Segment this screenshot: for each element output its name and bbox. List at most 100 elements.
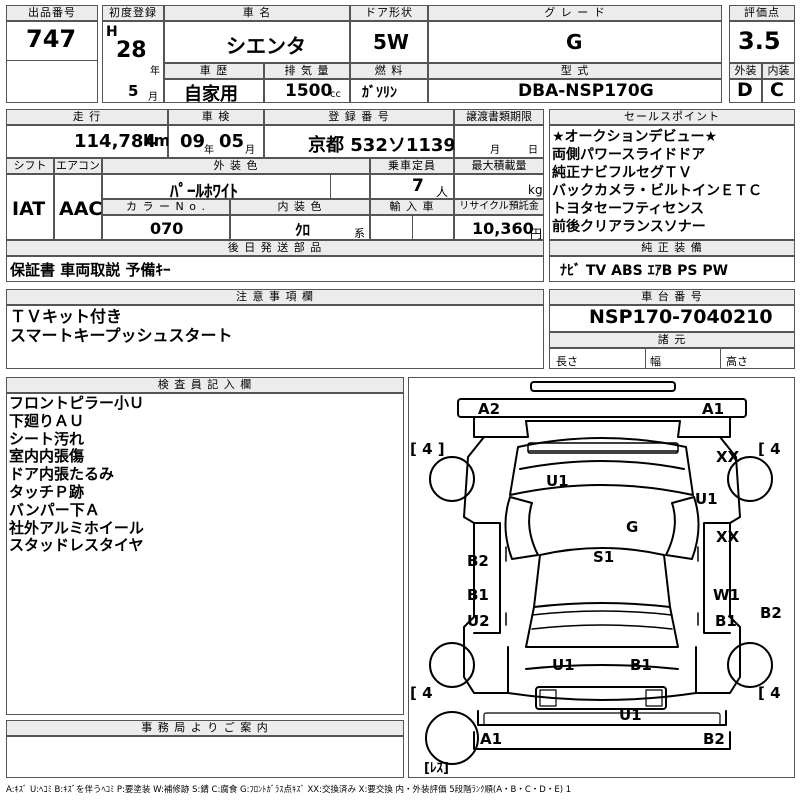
inspection-year-value: 09 bbox=[180, 131, 206, 152]
sales-point-item: ★オークションデビュー★ bbox=[552, 129, 718, 145]
recycle-fee-header: リサイクル預託金 bbox=[454, 199, 544, 215]
transfer-deadline-header: 譲渡書類期限 bbox=[454, 109, 544, 125]
car-diagram bbox=[425, 381, 773, 765]
inspector-note-item: バンパー下Ａ bbox=[9, 500, 100, 519]
cc-unit: cc bbox=[330, 89, 341, 100]
grade-value: G bbox=[566, 30, 583, 54]
later-parts-value: 保証書 車両取説 予備ｷｰ bbox=[10, 261, 171, 279]
inspector-note-item: タッチＰ跡 bbox=[9, 483, 85, 501]
recycle-fee-cell bbox=[454, 215, 544, 240]
score-header: 評価点 bbox=[729, 5, 795, 21]
diag-label-s1-roof: S1 bbox=[593, 548, 615, 566]
inspector-note-item: フロントピラー小Ｕ bbox=[9, 394, 145, 412]
color-no-header: カ ラ ー N o . bbox=[102, 199, 230, 215]
diag-label-a2-front: A2 bbox=[478, 400, 501, 418]
inspector-note-item: シート汚れ bbox=[9, 429, 85, 448]
diag-label-xx-front-right: XX bbox=[716, 448, 740, 466]
diag-label-b1-left: B1 bbox=[467, 586, 489, 604]
color-no-value: 070 bbox=[150, 219, 184, 238]
damage-legend: A:ｷｽﾞ U:ﾍｺﾐ B:ｷｽﾞを伴うﾍｺﾐ P:要塗装 W:補修跡 S:錆 … bbox=[6, 785, 572, 795]
month-unit: 月 bbox=[148, 92, 158, 103]
fuel-header: 燃 料 bbox=[350, 63, 428, 79]
exterior-color-header: 外 装 色 bbox=[102, 158, 370, 174]
model-code-cell bbox=[428, 79, 722, 103]
displacement-value: 1500 bbox=[285, 81, 333, 101]
model-code-header: 型 式 bbox=[428, 63, 722, 79]
door-type-cell bbox=[350, 21, 428, 63]
tire-rear-right: [ 4 bbox=[758, 684, 781, 702]
diag-label-b1-right: B1 bbox=[715, 612, 737, 630]
deadline-day-unit: 日 bbox=[528, 145, 538, 156]
year-unit: 年 bbox=[150, 66, 160, 77]
recycle-fee-value: 10,360 bbox=[472, 219, 534, 238]
office-notice-box bbox=[6, 736, 404, 778]
history-header: 車 歴 bbox=[164, 63, 264, 79]
exterior-grade-header: 外装 bbox=[729, 63, 762, 79]
car-name-header: 車 名 bbox=[164, 5, 350, 21]
interior-color-header: 内 装 色 bbox=[230, 199, 370, 215]
displacement-header: 排 気 量 bbox=[264, 63, 350, 79]
diag-label-g-windshield: G bbox=[626, 518, 639, 536]
diag-label-b2-right: B2 bbox=[760, 604, 782, 622]
inspection-cell bbox=[168, 125, 264, 158]
sales-points-box bbox=[549, 125, 795, 240]
interior-grade-header: 内装 bbox=[762, 63, 795, 79]
diag-label-b2-left: B2 bbox=[467, 552, 489, 570]
sales-points-header: セールスポイント bbox=[549, 109, 795, 125]
sales-point-item: 純正ナビフルセグＴＶ bbox=[552, 165, 692, 181]
dimensions-cell bbox=[549, 348, 795, 369]
diag-label-a1-rear: A1 bbox=[480, 730, 503, 748]
diag-label-u1-rear-left: U1 bbox=[552, 656, 575, 674]
grade-header: グ レ ー ド bbox=[428, 5, 722, 21]
aircon-cell bbox=[54, 174, 102, 240]
length-label: 長さ bbox=[556, 355, 578, 368]
standard-equipment-value: ﾅﾋﾞ TV ABS ｴｱB PS PW bbox=[560, 263, 729, 279]
diag-label-a1-front: A1 bbox=[702, 400, 725, 418]
inspector-note-item: ドア内張たるみ bbox=[9, 465, 115, 484]
car-name-cell bbox=[164, 21, 350, 63]
diag-label-xx-right: XX bbox=[716, 528, 740, 546]
max-load-header: 最大積載量 bbox=[454, 158, 544, 174]
first-registration-header: 初度登録 bbox=[102, 5, 164, 21]
inspector-note-item: 室内内張傷 bbox=[9, 447, 85, 466]
transfer-deadline-cell bbox=[454, 125, 544, 158]
inspector-notes-box bbox=[6, 393, 404, 715]
yen-unit: 円 bbox=[530, 227, 543, 241]
exterior-color-cell bbox=[102, 174, 370, 199]
people-unit: 人 bbox=[436, 185, 449, 199]
spare-tire-label: [ﾚｽ] bbox=[424, 761, 449, 776]
registration-year-value: 28 bbox=[116, 38, 147, 63]
registration-number-value: 京都 532ソ1139 bbox=[308, 135, 456, 156]
notes-box bbox=[6, 305, 544, 369]
diag-label-b2-rear: B2 bbox=[703, 730, 725, 748]
aircon-header: エアコン bbox=[54, 158, 102, 174]
kei-unit: 系 bbox=[354, 227, 365, 240]
mileage-cell bbox=[6, 125, 168, 158]
capacity-header: 乗車定員 bbox=[370, 158, 454, 174]
office-notice-header: 事 務 局 よ り ご 案 内 bbox=[6, 720, 404, 736]
diag-label-w1-right: W1 bbox=[713, 586, 740, 604]
deadline-month-unit: 月 bbox=[490, 145, 500, 156]
standard-equipment-cell bbox=[549, 256, 795, 282]
diag-label-u1-back: U1 bbox=[619, 706, 642, 724]
score-cell bbox=[729, 21, 795, 63]
inspection-month-value: 05 bbox=[219, 131, 245, 152]
diag-label-u1-right: U1 bbox=[695, 490, 718, 508]
inspector-note-item: スタッドレスタイヤ bbox=[9, 536, 144, 555]
door-type-value: 5W bbox=[373, 30, 409, 54]
note-item: スマートキープッシュスタート bbox=[10, 326, 233, 345]
tire-front-right: [ 4 bbox=[758, 440, 781, 458]
registration-number-cell bbox=[264, 125, 454, 158]
chassis-number-cell bbox=[549, 305, 795, 332]
import-header: 輸 入 車 bbox=[370, 199, 454, 215]
notes-header: 注 意 事 項 欄 bbox=[6, 289, 544, 305]
fuel-cell bbox=[350, 79, 428, 103]
diag-label-b1-rear: B1 bbox=[630, 656, 652, 674]
interior-color-cell bbox=[230, 215, 370, 240]
mileage-header: 走 行 bbox=[6, 109, 168, 125]
later-parts-header: 後 日 発 送 部 品 bbox=[6, 240, 544, 256]
interior-grade-value: C bbox=[770, 79, 784, 101]
chassis-number-header: 車 台 番 号 bbox=[549, 289, 795, 305]
first-registration-cell bbox=[102, 21, 164, 103]
mileage-value: 114,784 bbox=[74, 131, 156, 152]
